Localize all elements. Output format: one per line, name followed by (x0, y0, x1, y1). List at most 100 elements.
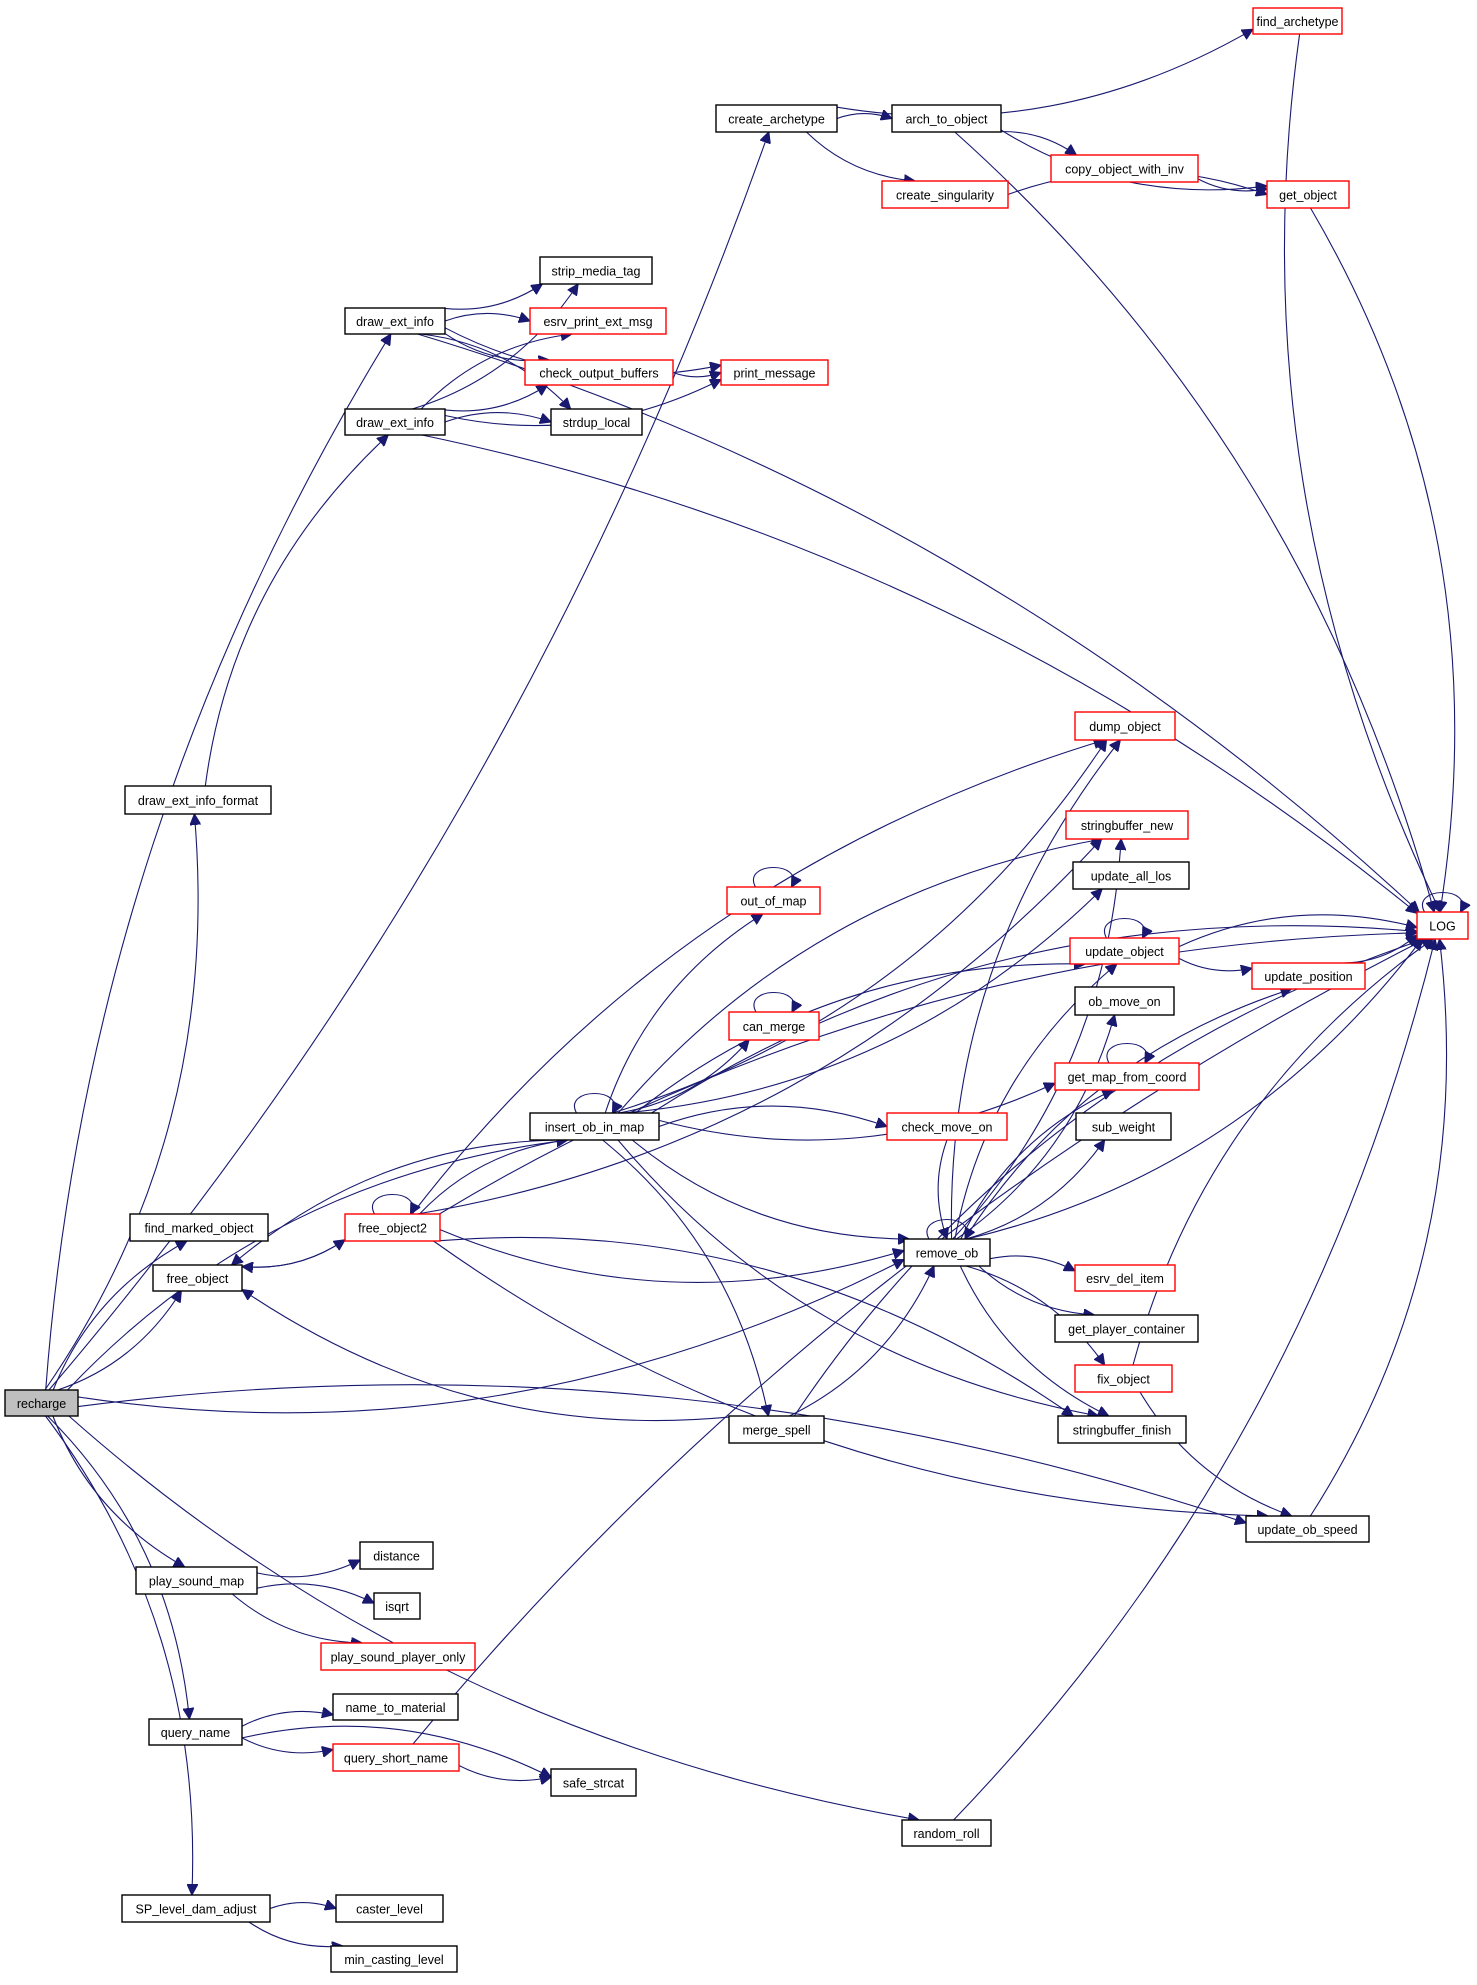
node-strip-media-tag[interactable]: strip_media_tag (539, 256, 653, 285)
node-box[interactable] (335, 1894, 444, 1923)
node-box[interactable] (4, 1389, 79, 1417)
node-name-to-material[interactable]: name_to_material (332, 1693, 459, 1721)
node-box[interactable] (1251, 962, 1366, 990)
node-box[interactable] (330, 1945, 458, 1973)
node-box[interactable] (129, 1213, 269, 1242)
node-box[interactable] (1245, 1515, 1370, 1543)
node-play-sound-player-only[interactable]: play_sound_player_only (320, 1642, 476, 1671)
node-find-marked-object[interactable]: find_marked_object (129, 1213, 269, 1242)
node-box[interactable] (886, 1112, 1008, 1141)
node-box[interactable] (1075, 1112, 1172, 1141)
node-query-name[interactable]: query_name (148, 1718, 243, 1746)
node-box[interactable] (1054, 1314, 1199, 1343)
node-draw-ext-info-format[interactable]: draw_ext_info_format (124, 785, 272, 815)
node-draw-ext-info-b[interactable]: draw_ext_info (344, 408, 446, 436)
node-box[interactable] (124, 785, 272, 815)
node-query-short-name[interactable]: query_short_name (332, 1743, 460, 1772)
node-box[interactable] (1266, 180, 1350, 209)
node-box[interactable] (359, 1541, 434, 1570)
node-caster-level[interactable]: caster_level (335, 1894, 444, 1923)
node-box[interactable] (1054, 1062, 1200, 1091)
node-merge-spell[interactable]: merge_spell (728, 1415, 825, 1444)
node-box[interactable] (1074, 986, 1175, 1016)
node-box[interactable] (332, 1743, 460, 1772)
node-box[interactable] (728, 1011, 820, 1041)
node-get-object[interactable]: get_object (1266, 180, 1350, 209)
node-recharge[interactable]: recharge (4, 1389, 79, 1417)
node-box[interactable] (344, 1213, 441, 1242)
node-sp-level-dam-adjust[interactable]: SP_level_dam_adjust (121, 1894, 271, 1923)
node-box[interactable] (720, 359, 829, 386)
node-arch-to-object[interactable]: arch_to_object (891, 104, 1002, 133)
node-box[interactable] (539, 256, 653, 285)
node-insert-ob-in-map[interactable]: insert_ob_in_map (529, 1112, 660, 1141)
node-sub-weight[interactable]: sub_weight (1075, 1112, 1172, 1141)
node-box[interactable] (891, 104, 1002, 133)
node-safe-strcat[interactable]: safe_strcat (550, 1768, 637, 1797)
node-box[interactable] (373, 1592, 421, 1620)
node-box[interactable] (881, 180, 1009, 209)
node-update-ob-speed[interactable]: update_ob_speed (1245, 1515, 1370, 1543)
node-box[interactable] (1050, 154, 1199, 183)
node-box[interactable] (901, 1819, 992, 1847)
node-box[interactable] (152, 1264, 243, 1292)
node-draw-ext-info-a[interactable]: draw_ext_info (344, 307, 446, 335)
node-free-object2[interactable]: free_object2 (344, 1213, 441, 1242)
node-box[interactable] (715, 104, 838, 133)
node-stringbuffer-new[interactable]: stringbuffer_new (1065, 810, 1189, 840)
node-get-map-from-coord[interactable]: get_map_from_coord (1054, 1062, 1200, 1091)
node-stringbuffer-finish[interactable]: stringbuffer_finish (1057, 1415, 1187, 1444)
node-box[interactable] (1416, 911, 1469, 940)
node-box[interactable] (1074, 1264, 1176, 1292)
node-box[interactable] (903, 1238, 991, 1267)
node-remove-ob[interactable]: remove_ob (903, 1238, 991, 1267)
node-dump-object[interactable]: dump_object (1074, 711, 1176, 741)
node-box[interactable] (1065, 810, 1189, 840)
node-free-object[interactable]: free_object (152, 1264, 243, 1292)
node-play-sound-map[interactable]: play_sound_map (135, 1566, 258, 1595)
node-create-singularity[interactable]: create_singularity (881, 180, 1009, 209)
node-ob-move-on[interactable]: ob_move_on (1074, 986, 1175, 1016)
node-box[interactable] (1072, 861, 1190, 890)
node-box[interactable] (121, 1894, 271, 1923)
node-box[interactable] (332, 1693, 459, 1721)
node-update-all-los[interactable]: update_all_los (1072, 861, 1190, 890)
node-out-of-map[interactable]: out_of_map (726, 886, 821, 915)
node-esrv-print-ext-msg[interactable]: esrv_print_ext_msg (529, 307, 667, 335)
node-get-player-container[interactable]: get_player_container (1054, 1314, 1199, 1343)
node-box[interactable] (135, 1566, 258, 1595)
node-box[interactable] (550, 1768, 637, 1797)
node-find-archetype[interactable]: find_archetype (1252, 7, 1343, 35)
node-can-merge[interactable]: can_merge (728, 1011, 820, 1041)
node-create-archetype[interactable]: create_archetype (715, 104, 838, 133)
node-box[interactable] (1069, 937, 1180, 965)
node-box[interactable] (1074, 711, 1176, 741)
node-update-position[interactable]: update_position (1251, 962, 1366, 990)
node-box[interactable] (524, 359, 674, 386)
node-check-move-on[interactable]: check_move_on (886, 1112, 1008, 1141)
node-esrv-del-item[interactable]: esrv_del_item (1074, 1264, 1176, 1292)
node-strdup-local[interactable]: strdup_local (550, 408, 643, 436)
node-fix-object[interactable]: fix_object (1074, 1364, 1173, 1393)
node-box[interactable] (550, 408, 643, 436)
node-box[interactable] (320, 1642, 476, 1671)
node-copy-object-with-inv[interactable]: copy_object_with_inv (1050, 154, 1199, 183)
node-box[interactable] (344, 408, 446, 436)
node-box[interactable] (1252, 7, 1343, 35)
node-min-casting-level[interactable]: min_casting_level (330, 1945, 458, 1973)
node-distance[interactable]: distance (359, 1541, 434, 1570)
node-isqrt[interactable]: isqrt (373, 1592, 421, 1620)
node-log[interactable]: LOG (1416, 911, 1469, 940)
node-box[interactable] (726, 886, 821, 915)
node-update-object[interactable]: update_object (1069, 937, 1180, 965)
node-box[interactable] (1074, 1364, 1173, 1393)
node-box[interactable] (1057, 1415, 1187, 1444)
node-box[interactable] (529, 307, 667, 335)
node-random-roll[interactable]: random_roll (901, 1819, 992, 1847)
node-box[interactable] (344, 307, 446, 335)
node-box[interactable] (728, 1415, 825, 1444)
node-box[interactable] (529, 1112, 660, 1141)
node-box[interactable] (148, 1718, 243, 1746)
node-print-message[interactable]: print_message (720, 359, 829, 386)
node-check-output-buffers[interactable]: check_output_buffers (524, 359, 674, 386)
